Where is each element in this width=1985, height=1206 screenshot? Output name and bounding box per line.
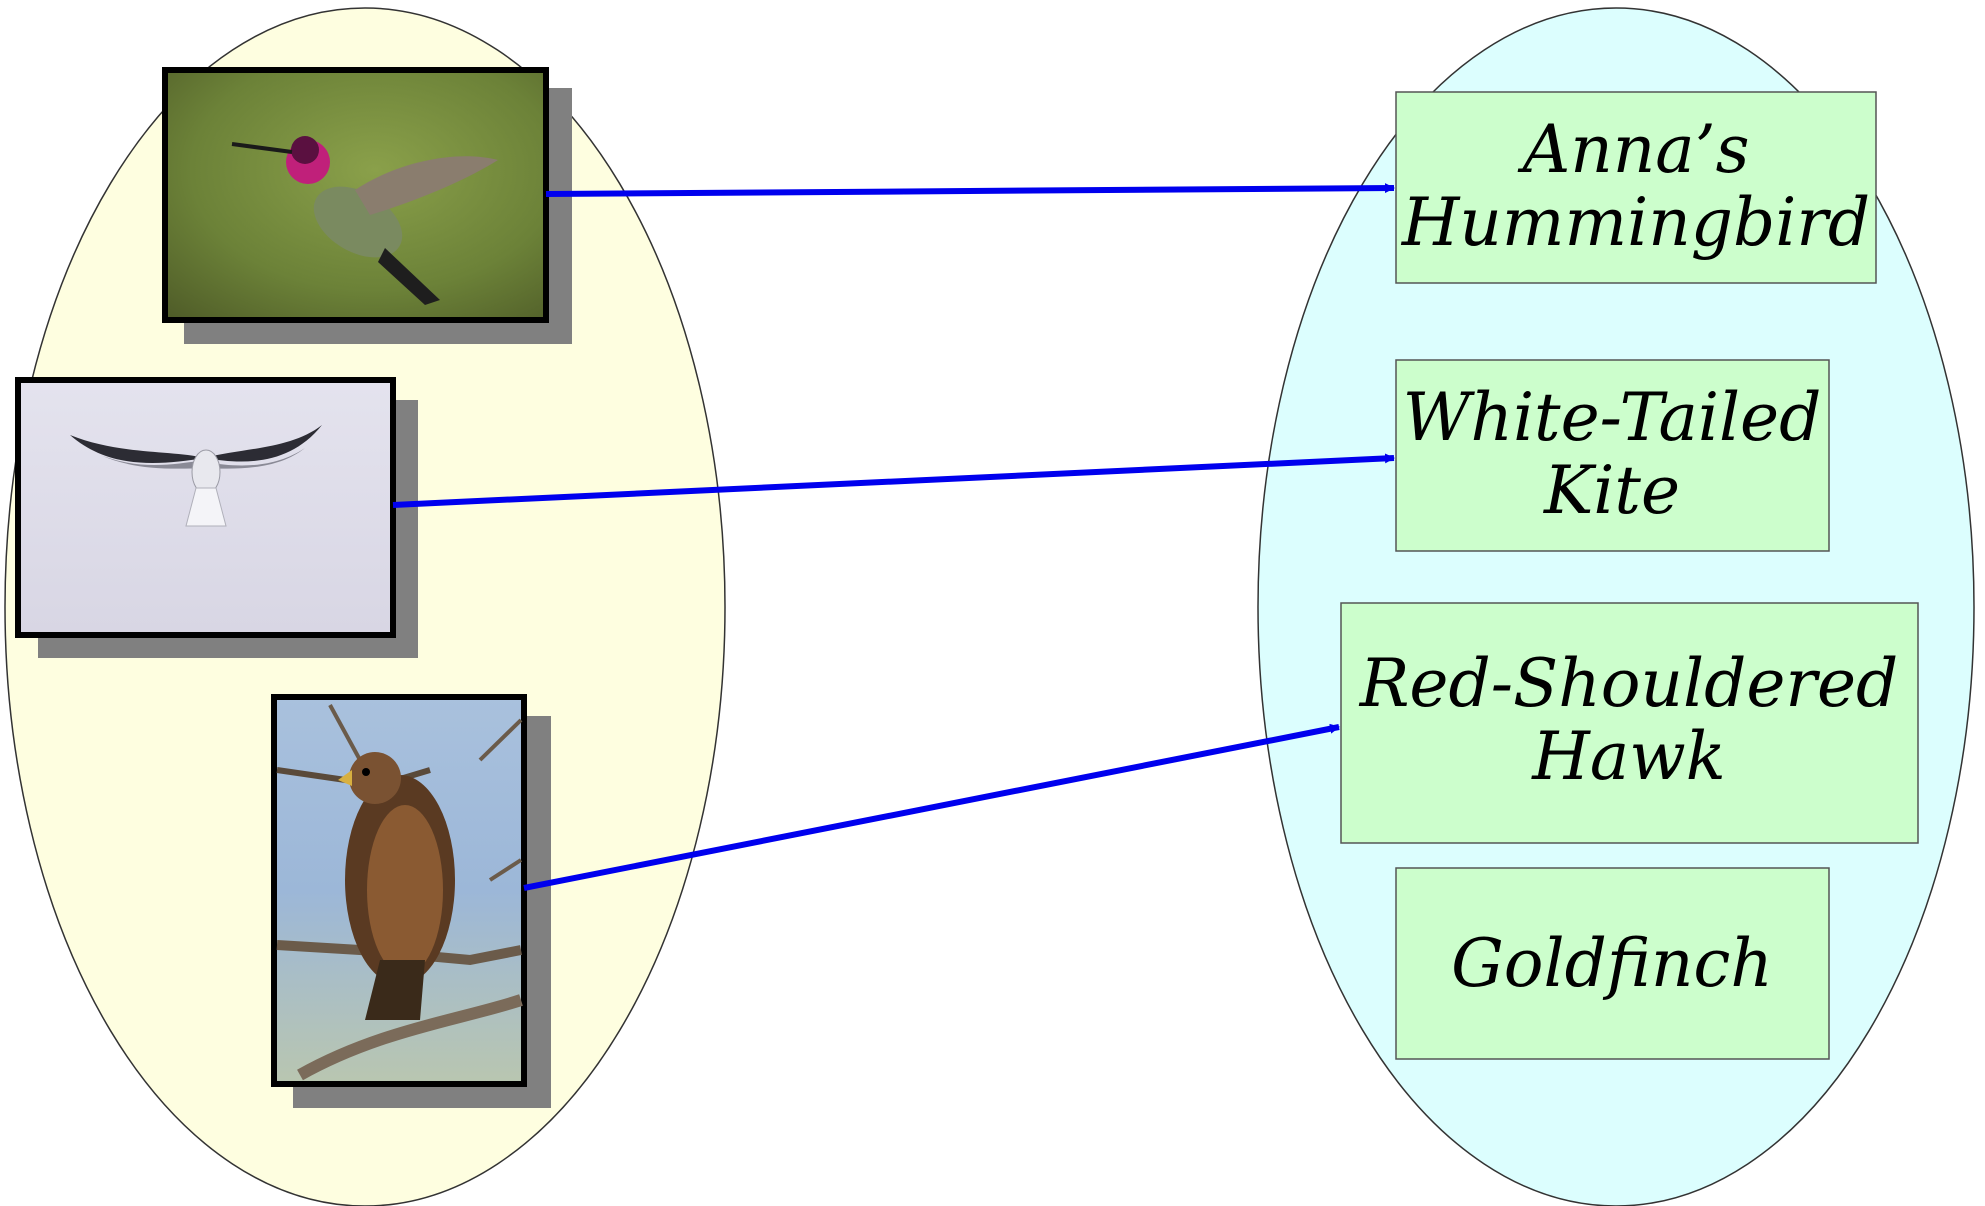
label-line: Red-Shouldered	[1359, 645, 1899, 722]
label-line: Kite	[1543, 452, 1680, 529]
label-line: White-Tailed	[1403, 379, 1822, 456]
label-line: Goldfinch	[1451, 925, 1773, 1002]
label-box-white-tailed-kite: White-Tailed Kite	[1395, 359, 1830, 552]
label-box-annas-hummingbird: Anna’s Hummingbird	[1395, 91, 1877, 284]
hawk-photo	[271, 694, 551, 1108]
label-line: Hummingbird	[1401, 184, 1870, 261]
label-line: Anna’s	[1517, 111, 1750, 188]
label-box-red-shouldered-hawk: Red-Shouldered Hawk	[1340, 602, 1919, 844]
arrow-kite-to-label	[392, 453, 1395, 508]
label-line: Hawk	[1531, 718, 1725, 795]
label-box-goldfinch: Goldfinch	[1395, 867, 1830, 1060]
arrow-hawk-to-label	[523, 723, 1340, 891]
kite-photo	[15, 377, 418, 658]
arrow-hummingbird-to-label	[545, 183, 1395, 197]
hummingbird-photo	[162, 67, 572, 344]
